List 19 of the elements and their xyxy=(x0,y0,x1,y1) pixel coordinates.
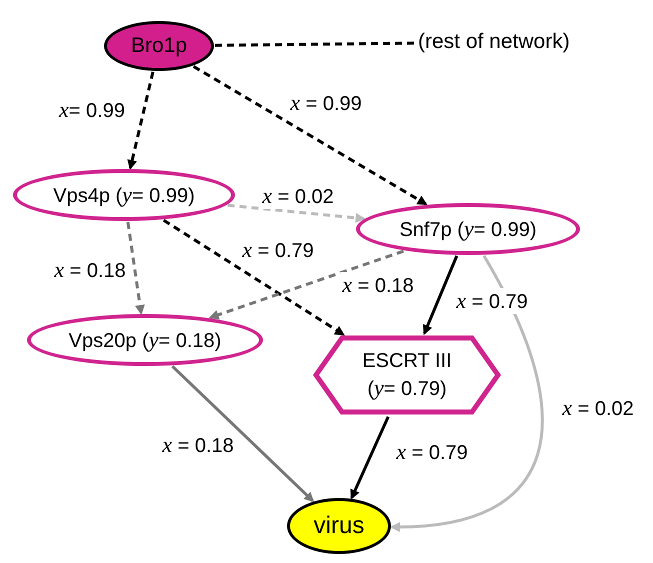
dashed-arrow xyxy=(227,204,366,223)
dashed-arrow xyxy=(162,218,345,336)
arrow xyxy=(422,255,458,336)
hexagon-node xyxy=(314,336,500,414)
dashed-arrow xyxy=(127,72,154,170)
node-label: Bro1p xyxy=(130,32,188,59)
node-label: Snf7p (y= 0.99) xyxy=(399,215,537,243)
node-label: Vps20p (y= 0.18) xyxy=(68,326,222,354)
dashed-arrow xyxy=(192,65,428,206)
arrow xyxy=(350,416,390,500)
node-label: virus xyxy=(314,511,364,541)
node-label: (y= 0.79) xyxy=(367,374,447,402)
annotation-text: (rest of network) xyxy=(418,27,614,57)
node-label: ESCRT III xyxy=(362,348,452,374)
node-label: Vps4p (y= 0.99) xyxy=(53,181,195,209)
edge-label: x = 0.79 xyxy=(454,288,530,314)
arrow xyxy=(390,255,544,532)
dashed-arrow xyxy=(126,222,145,315)
arrow xyxy=(171,365,314,502)
